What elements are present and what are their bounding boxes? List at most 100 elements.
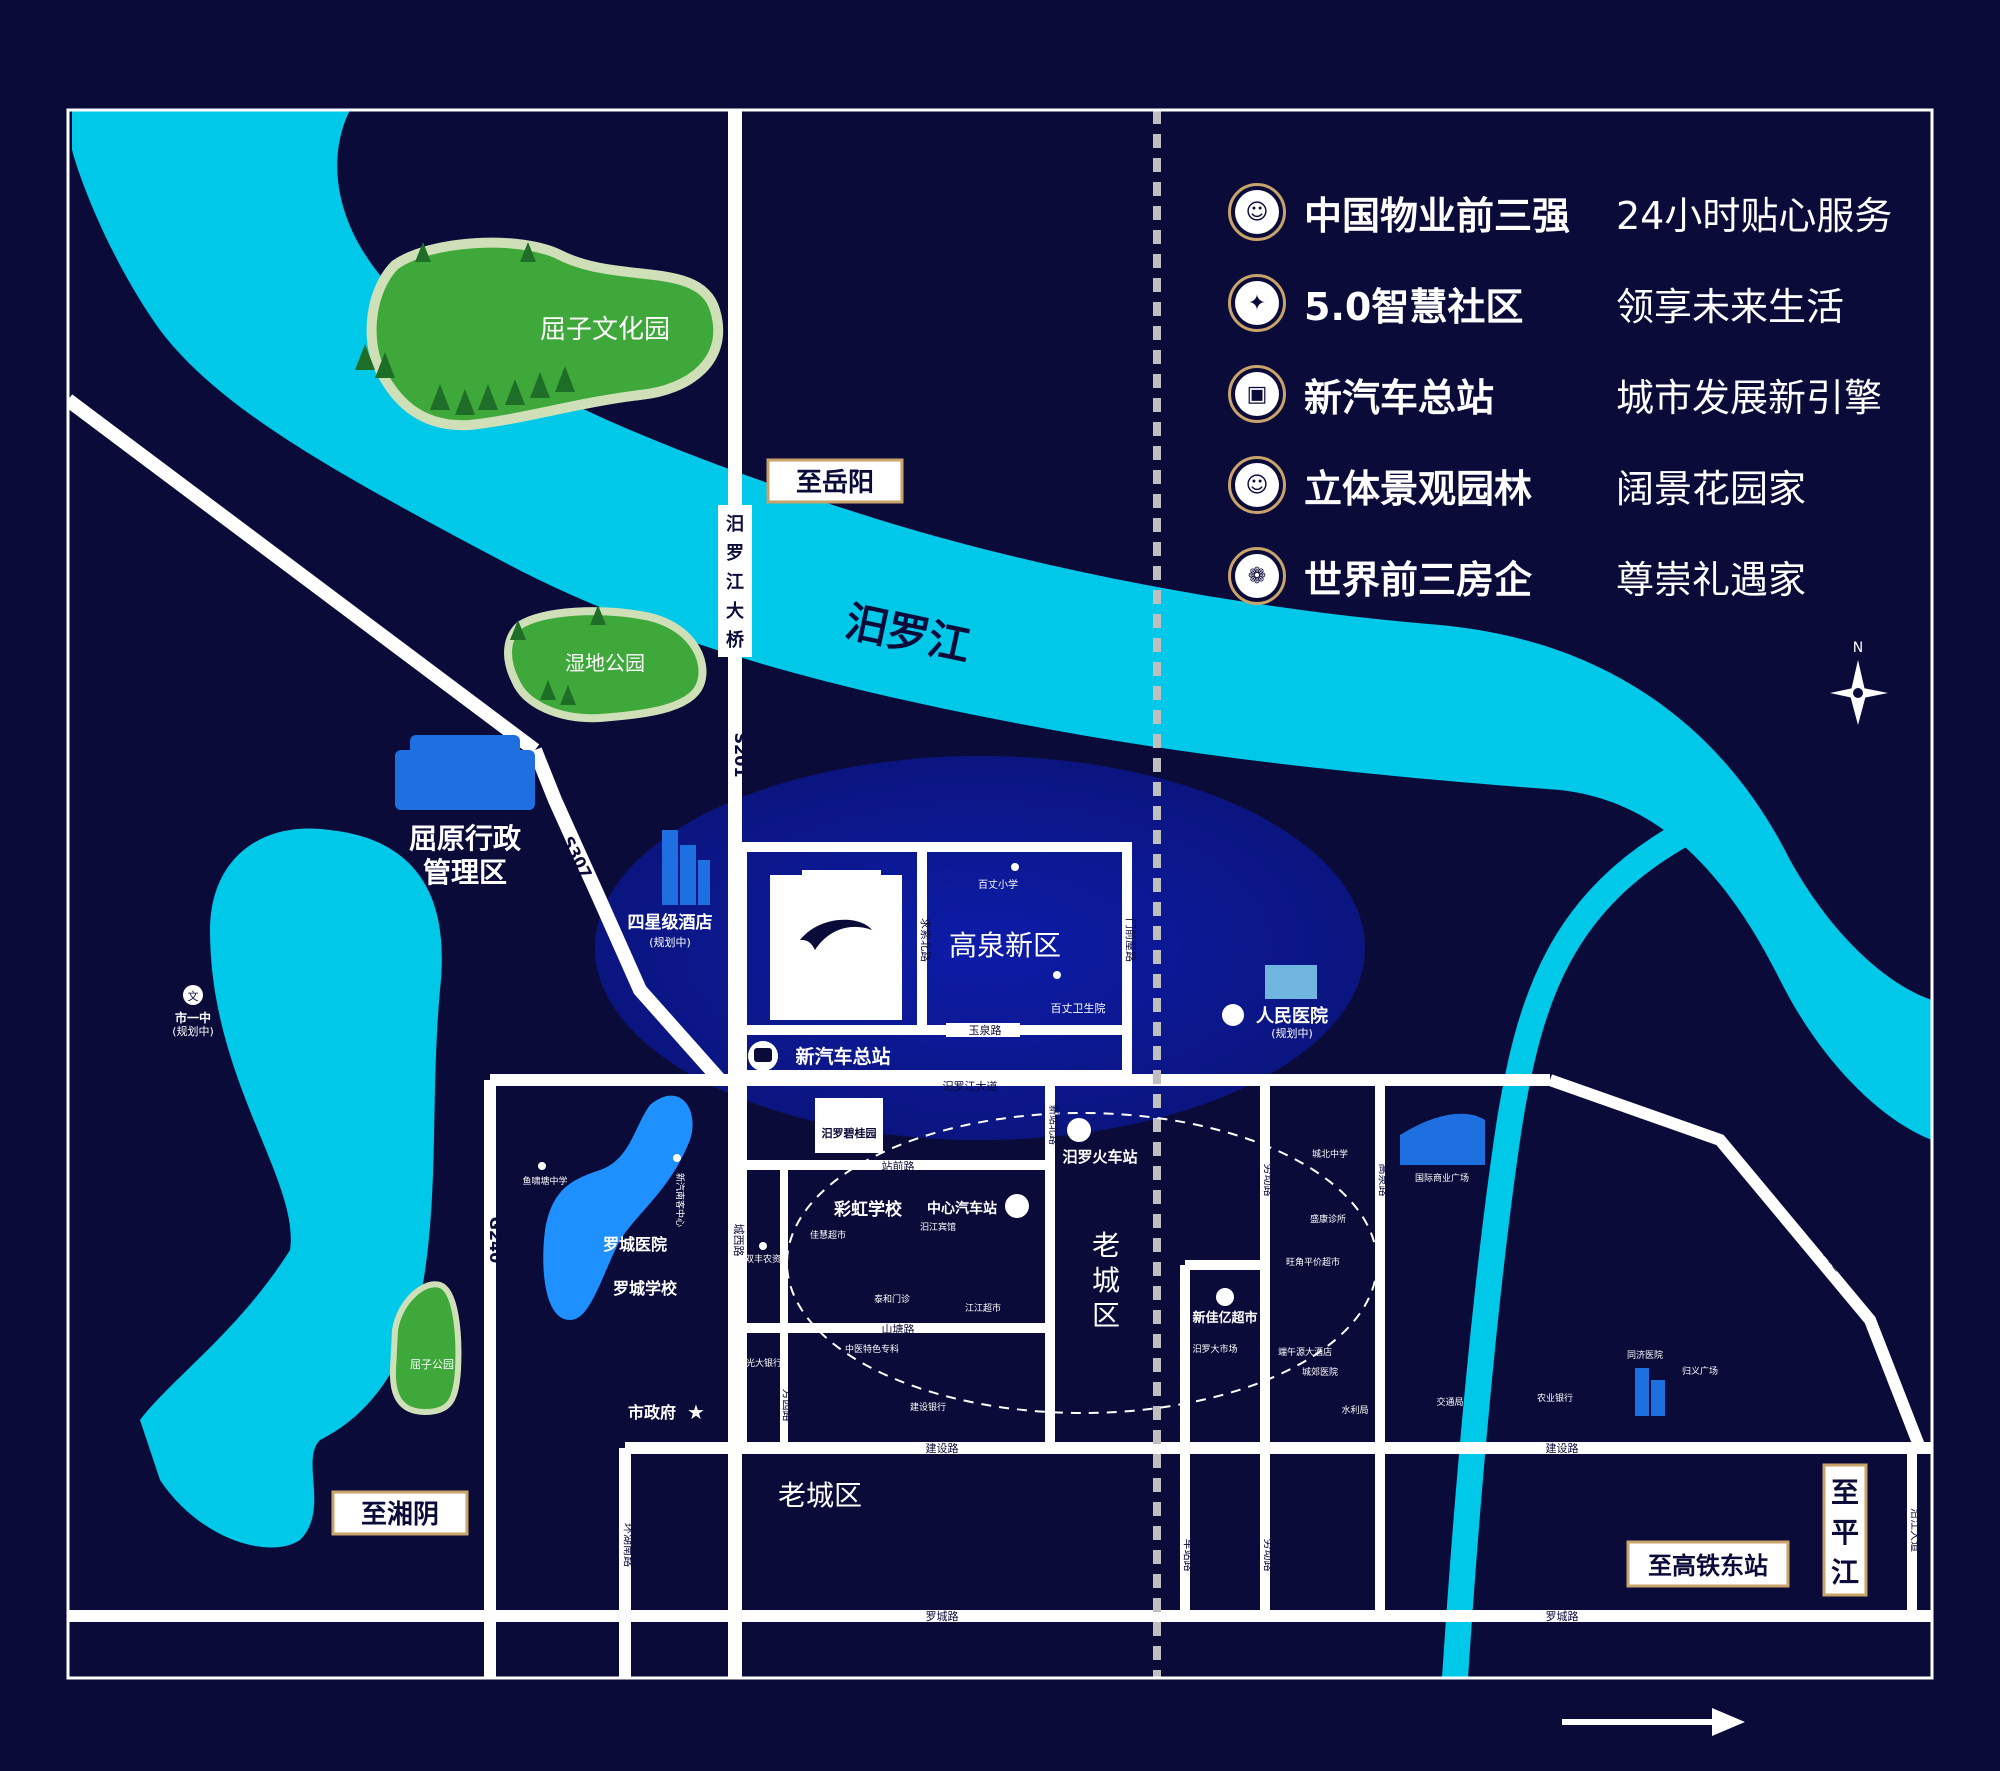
- legend-desc: 领享未来生活: [1616, 284, 1845, 329]
- label-jiaotong: 交通局: [1436, 1396, 1463, 1408]
- legend-title: 新汽车总站: [1304, 375, 1495, 420]
- legend-desc: 阔景花园家: [1616, 466, 1807, 511]
- road-jianshe: 建设路: [926, 1441, 959, 1455]
- label-xinqi: 新汽南客中心: [674, 1173, 686, 1227]
- legend-row: ▣ 新汽车总站 城市发展新引擎: [1228, 362, 1928, 426]
- label-yuxiang: 鱼啸塘中学: [522, 1175, 567, 1187]
- road-fuyuan: 芳园路: [781, 1389, 795, 1422]
- brand-icon: ❁: [1228, 547, 1286, 605]
- label-chengbei: 城北中学: [1312, 1148, 1348, 1160]
- legend-row: ❁ 世界前三房企 尊崇礼遇家: [1228, 544, 1928, 608]
- center-bus-icon: [1005, 1194, 1029, 1218]
- road-luocheng-2: 罗城路: [1546, 1610, 1579, 1623]
- label-wetland-park: 湿地公园: [565, 651, 645, 675]
- road-laodong: 劳动路: [1262, 1164, 1275, 1197]
- svg-text:江: 江: [1831, 1556, 1859, 1589]
- label-baiwen-school: 百丈小学: [978, 878, 1018, 891]
- label-shengkang: 盛康诊所: [1310, 1213, 1346, 1225]
- label-train: 汨罗火车站: [1062, 1148, 1137, 1166]
- label-miluo-market: 汨罗大市场: [1192, 1343, 1237, 1355]
- road-menqian: 门前屋路: [1124, 918, 1138, 962]
- label-quyuan-2: 管理区: [423, 856, 507, 889]
- city-gov-star-icon: ★: [687, 1400, 705, 1424]
- legend-desc: 城市发展新引擎: [1616, 375, 1883, 420]
- tag-pingjiang: 至 平 江: [1822, 1463, 1868, 1597]
- label-baiwen-clinic: 百丈卫生院: [1051, 1001, 1106, 1015]
- label-old-city-v3: 区: [1092, 1299, 1120, 1332]
- label-old-city-v1: 老: [1092, 1229, 1120, 1262]
- legend-title: 世界前三房企: [1304, 557, 1533, 602]
- road-laodong-2: 劳动路: [1262, 1539, 1275, 1572]
- legend-row: ☺ 立体景观园林 阔景花园家: [1228, 453, 1928, 517]
- map-frame: [66, 108, 1934, 1680]
- tag-xiangyin: 至湘阴: [331, 1490, 469, 1536]
- svg-text:桥: 桥: [726, 629, 745, 651]
- road-miluojiang-ave: 汨罗江大道: [943, 1079, 998, 1093]
- road-jianshe-2: 建设路: [1546, 1441, 1579, 1455]
- label-tongji: 同济医院: [1627, 1349, 1663, 1361]
- tag-gaotie: 至高铁东站: [1626, 1540, 1790, 1588]
- label-jiahui: 佳慧超市: [810, 1229, 846, 1241]
- label-gaoquan: 高泉新区: [949, 929, 1061, 962]
- hospital-building-icon: [1265, 965, 1317, 999]
- label-center-bus: 中心汽车站: [927, 1200, 997, 1217]
- hotel-building-icon: [662, 830, 710, 905]
- label-old-city-v2: 城: [1092, 1264, 1120, 1297]
- label-wangjiao: 旺角平价超市: [1286, 1256, 1340, 1268]
- road-g240: G240: [486, 1217, 505, 1264]
- quzi-culture-park: [366, 237, 724, 431]
- train-icon: [1067, 1118, 1091, 1142]
- miluo-river: [72, 110, 1932, 1140]
- tongji-building-icon: [1635, 1368, 1665, 1416]
- legend-desc: 24小时贴心服务: [1616, 193, 1893, 238]
- label-hospital: 人民医院: [1256, 1005, 1328, 1027]
- label-hotel-sub: (规划中): [649, 935, 691, 949]
- svg-text:至岳阳: 至岳阳: [796, 468, 874, 498]
- label-zhongyi: 中医特色专科: [845, 1343, 899, 1355]
- label-shuangfeng: 双丰农资: [745, 1253, 781, 1265]
- label-guangda: 光大银行: [746, 1357, 782, 1369]
- road-shantang: 山塘路: [882, 1322, 915, 1336]
- wen-glyph: 文: [188, 989, 199, 1003]
- label-quyuan: 屈原行政: [409, 822, 521, 855]
- people-icon: ☺: [1228, 183, 1286, 241]
- intl-plaza-building-icon: [1400, 1113, 1485, 1165]
- project-box-2: [815, 1098, 883, 1153]
- label-quzi-culture-park: 屈子文化园: [540, 315, 670, 345]
- legend-title: 立体景观园林: [1304, 466, 1533, 511]
- svg-text:江: 江: [726, 572, 744, 593]
- svg-text:至: 至: [1831, 1476, 1859, 1509]
- legend-desc: 尊崇礼遇家: [1616, 557, 1807, 602]
- river-branch: [1442, 818, 1697, 1678]
- people-icon: ☺: [1228, 456, 1286, 514]
- svg-text:至高铁东站: 至高铁东站: [1648, 1552, 1768, 1580]
- legend-row: ✦5.0智慧社区领享未来生活: [1228, 271, 1928, 335]
- road-station-front: 站前路: [882, 1159, 915, 1173]
- small-lake: [543, 1095, 693, 1320]
- label-hotel: 四星级酒店: [628, 912, 713, 933]
- label-bus-station: 新汽车总站: [795, 1045, 890, 1068]
- school-icon: [183, 985, 203, 1005]
- svg-text:平: 平: [1831, 1516, 1859, 1549]
- bus-icon: ▣: [1228, 365, 1286, 423]
- quyuan-building-icon: [395, 735, 535, 810]
- road-chezhan: 车站路: [1182, 1539, 1196, 1572]
- project-name: 碧桂园·天樾: [781, 963, 891, 987]
- label-chengjiao: 城郊医院: [1302, 1366, 1338, 1378]
- park-trees: [355, 242, 606, 705]
- community-icon: ✦: [1228, 274, 1286, 332]
- road-qiusuo: 求索北路: [919, 918, 933, 962]
- label-guiyi: 归义广场: [1682, 1365, 1718, 1377]
- road-yuquan: 玉泉路: [969, 1023, 1002, 1037]
- west-river: [140, 828, 442, 1548]
- quzi-park: [389, 1281, 462, 1416]
- label-mijiang-hotel: 汨江宾馆: [920, 1221, 956, 1233]
- brand-logo-icon: [800, 919, 872, 950]
- road-xinzhan: 新站北路: [1047, 1105, 1060, 1145]
- bridge-label: 汨 罗 江 大 桥: [718, 505, 752, 657]
- old-city-ring: [786, 1112, 1378, 1414]
- project-box: [770, 875, 902, 1020]
- road-network: [68, 110, 1932, 1678]
- wetland-park: [504, 607, 707, 723]
